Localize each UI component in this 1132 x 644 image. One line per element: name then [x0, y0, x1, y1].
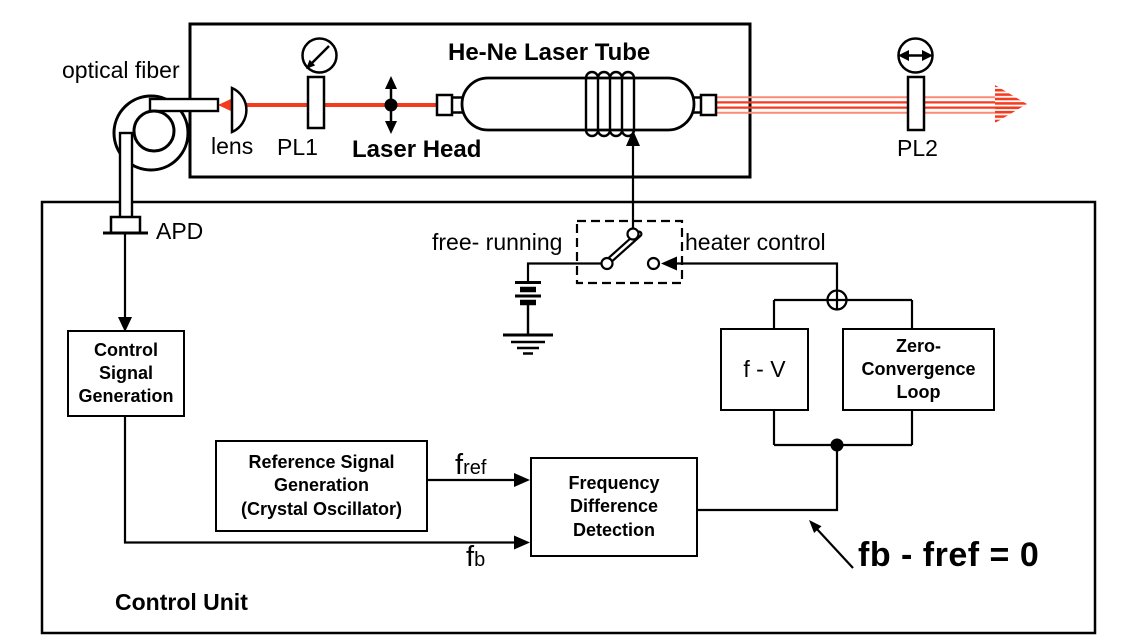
- fiber-horizontal-tube: [148, 97, 220, 113]
- lens-label: lens: [211, 133, 254, 159]
- arrowhead-heater: [661, 256, 677, 271]
- control-unit-label: Control Unit: [115, 589, 248, 615]
- lock-condition-equation: fb - fref = 0: [858, 536, 1040, 574]
- pl2-label: PL2: [897, 135, 938, 161]
- f-v-converter-block: f - V: [720, 328, 809, 411]
- switch-dashed-box: [575, 219, 684, 285]
- junction-dot: [830, 438, 844, 452]
- free-running-label: free- running: [432, 229, 563, 255]
- wire-fdd-output: [698, 449, 839, 512]
- fref-signal-label: fref: [455, 449, 487, 481]
- fb-signal-label: fb: [466, 541, 486, 573]
- apd-label: APD: [156, 218, 204, 244]
- polarization-vertical-indicator: [384, 76, 398, 134]
- polarization-diagonal-icon: [301, 37, 338, 74]
- tube-right-cap: [699, 93, 718, 117]
- beam-arrow-right: [995, 85, 1027, 123]
- laser-head-label: Laser Head: [352, 136, 482, 163]
- polarization-horizontal-icon: [897, 37, 934, 74]
- fiber-loop: [132, 109, 176, 153]
- polarizer-pl2: [897, 37, 934, 132]
- pl1-label: PL1: [277, 134, 318, 160]
- arrowhead-fref: [514, 473, 530, 487]
- reference-signal-generation-block: Reference Signal Generation (Crystal Osc…: [215, 440, 428, 532]
- tube-left-cap: [435, 93, 454, 117]
- equation-pointer-arrow: [809, 520, 854, 569]
- heater-coil: [584, 70, 636, 138]
- switch-left-contact: [600, 256, 614, 271]
- tube-body: [460, 76, 696, 132]
- arrowhead-into-csg: [118, 317, 132, 332]
- mode-switch: [575, 219, 684, 285]
- laser-beam-internal: [218, 98, 444, 112]
- signal-wires: [123, 136, 914, 544]
- beam-arrow-left: [218, 98, 233, 112]
- laser-tube: [435, 70, 718, 138]
- arrowhead-into-tube: [626, 130, 640, 146]
- ground-icon: [503, 333, 553, 355]
- laser-tube-title: He-Ne Laser Tube: [448, 39, 651, 66]
- battery-icon: [515, 281, 541, 335]
- lens-shape: [230, 86, 248, 134]
- switch-right-contact: [646, 256, 661, 271]
- laser-beam-output: [717, 85, 1027, 123]
- wire-fb: [123, 417, 516, 544]
- control-unit-box: [40, 200, 1097, 635]
- control-signal-generation-block: Control Signal Generation: [67, 330, 185, 417]
- wire-heater-control: [664, 262, 839, 290]
- optical-fiber: [112, 94, 220, 220]
- switch-common-terminal: [626, 227, 640, 241]
- apd-detector: [103, 215, 148, 235]
- wire-free-running: [526, 262, 602, 281]
- polarizer-pl1: [301, 37, 338, 130]
- heater-control-label: heater control: [685, 229, 826, 255]
- frequency-difference-detection-block: Frequency Difference Detection: [530, 457, 698, 557]
- arrowhead-fb: [514, 535, 530, 550]
- zero-convergence-loop-block: Zero- Convergence Loop: [842, 328, 995, 411]
- adder-icon: [826, 289, 848, 311]
- fiber-vertical-tube: [118, 131, 134, 220]
- optical-fiber-label: optical fiber: [62, 57, 180, 83]
